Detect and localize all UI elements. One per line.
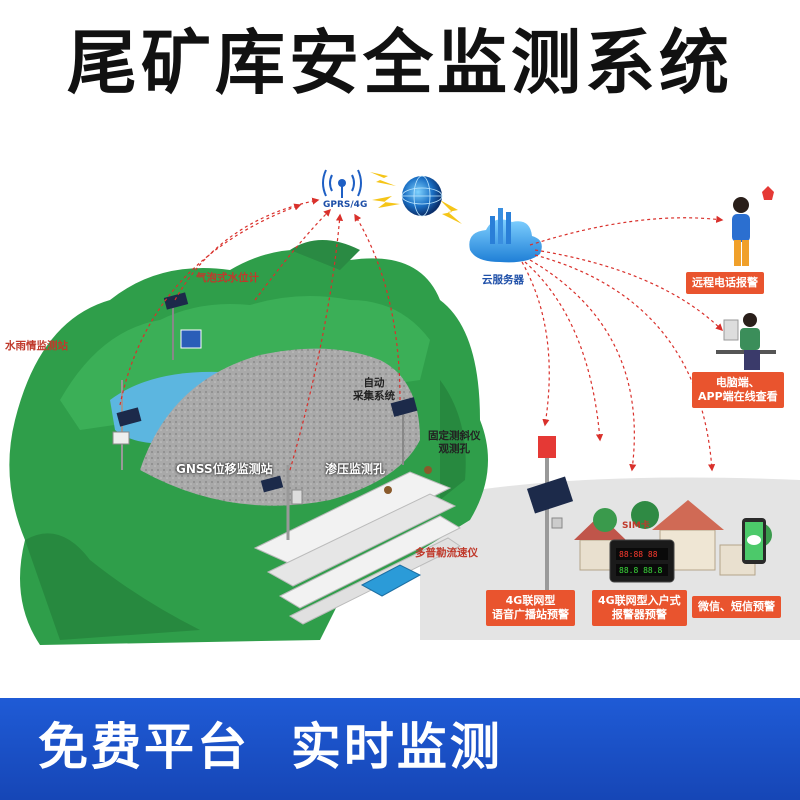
wechat-phone-icon (742, 518, 766, 564)
doppler-label: 多普勒流速仪 (415, 547, 478, 559)
indoor-alarm-tag: 4G联网型入户式 报警器预警 (592, 590, 687, 626)
inclinometer-label: 固定测斜仪 观测孔 (428, 430, 481, 455)
antenna-icon (322, 169, 362, 198)
pc-user-icon (716, 313, 776, 370)
broadcast-station (526, 436, 574, 590)
sim-label: SIM卡 (622, 521, 650, 531)
pc-app-tag: 电脑端、 APP端在线查看 (692, 372, 784, 408)
phone-alarm-tag: 远程电话报警 (686, 272, 764, 294)
gnss-label: GNSS位移监测站 (176, 462, 273, 476)
rain-station-label: 水雨情监测站 (5, 340, 68, 352)
svg-text:88:88 88: 88:88 88 (619, 550, 658, 559)
indoor-alarm-device: 88:88 88 88.8 88.8 (609, 539, 675, 583)
phone-user-icon (732, 186, 774, 266)
lightning-icon (370, 172, 462, 224)
seepage-label: 渗压监测孔 (325, 462, 386, 476)
auto-collect-label: 自动 采集系统 (353, 377, 395, 402)
page-title: 尾矿库安全监测系统 (67, 22, 733, 104)
footer-banner: 免费平台 实时监测 (0, 698, 800, 800)
rain-station (112, 380, 142, 470)
seepage-well (384, 466, 432, 494)
doppler-channel (360, 564, 422, 597)
gprs-label: GPRS/4G (323, 200, 368, 210)
wechat-sms-tag: 微信、短信预警 (692, 596, 781, 618)
water-level-station (163, 292, 202, 360)
broadcast-tag: 4G联网型 语音广播站预警 (486, 590, 575, 626)
connection-lines (119, 197, 724, 472)
cloud-server-label: 云服务器 (482, 274, 524, 286)
globe-icon (401, 175, 443, 217)
dam-steps (253, 471, 462, 625)
auto-collect-station (390, 397, 418, 465)
tailings-pile (140, 348, 420, 506)
gnss-station (260, 465, 303, 540)
footer-slogan: 免费平台 实时监测 (38, 718, 503, 776)
water-level-label: 气泡式水位计 (196, 272, 259, 284)
svg-text:88.8 88.8: 88.8 88.8 (619, 566, 663, 575)
cloud-server-icon (469, 208, 542, 263)
